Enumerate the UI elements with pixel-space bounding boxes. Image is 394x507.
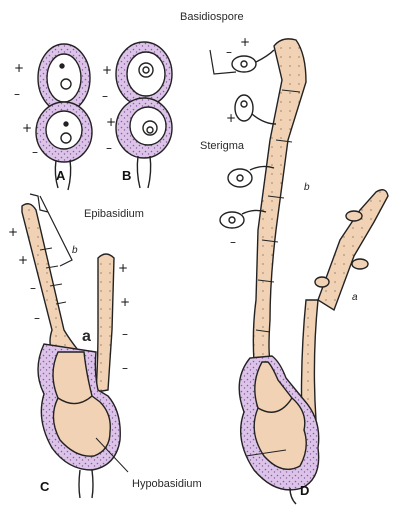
minus-mark: – xyxy=(30,282,36,294)
plus-mark: + xyxy=(240,36,250,48)
plus-mark: + xyxy=(120,296,130,308)
panel-label-d: D xyxy=(300,483,309,498)
plus-mark: + xyxy=(226,112,236,124)
minus-mark: – xyxy=(102,90,108,102)
minus-mark: – xyxy=(122,328,128,340)
d-label-a: a xyxy=(352,292,358,303)
minus-mark: – xyxy=(122,362,128,374)
label-hypobasidium: Hypobasidium xyxy=(132,478,202,490)
panel-d-drawing xyxy=(210,39,388,504)
label-basidiospore: Basidiospore xyxy=(180,11,244,23)
minus-mark: – xyxy=(34,312,40,324)
plus-mark: + xyxy=(102,64,112,76)
plus-mark: + xyxy=(18,254,28,266)
minus-mark: – xyxy=(226,46,232,58)
minus-mark: – xyxy=(106,142,112,154)
label-epibasidium: Epibasidium xyxy=(84,208,144,220)
c-label-b: b xyxy=(72,245,78,256)
plus-mark: + xyxy=(106,116,116,128)
panel-b-drawing xyxy=(116,42,172,188)
plus-mark: + xyxy=(22,122,32,134)
panel-label-c: C xyxy=(40,479,49,494)
minus-mark: – xyxy=(230,236,236,248)
panel-label-a: A xyxy=(56,168,65,183)
minus-mark: – xyxy=(14,88,20,100)
label-sterigma: Sterigma xyxy=(200,140,244,152)
c-label-a: a xyxy=(82,328,91,346)
panel-label-b: B xyxy=(122,168,131,183)
minus-mark: – xyxy=(32,146,38,158)
plus-mark: + xyxy=(118,262,128,274)
panel-c-drawing xyxy=(22,194,128,498)
d-label-b: b xyxy=(304,182,310,193)
plus-mark: + xyxy=(8,226,18,238)
plus-mark: + xyxy=(14,62,24,74)
